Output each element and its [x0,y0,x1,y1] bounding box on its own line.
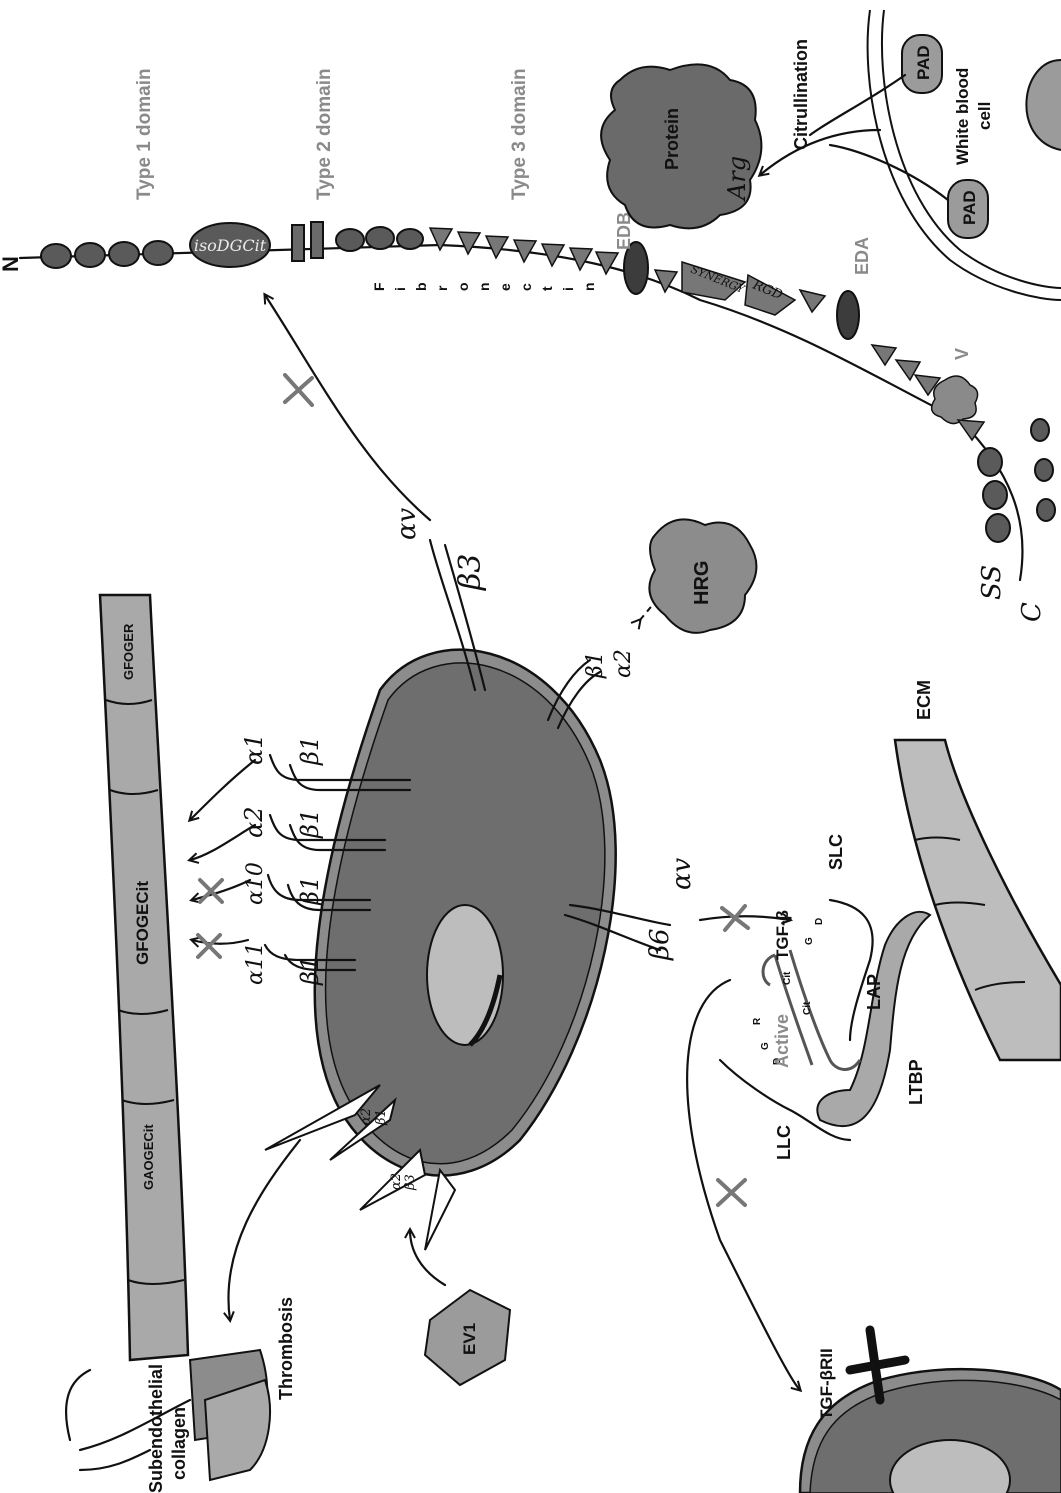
thrombosis-arrow [228,1140,300,1320]
type2-domain-label: Type 2 domain [314,68,335,200]
integrin-a11-b1-label: β1 [296,956,324,986]
svg-text:o: o [455,282,471,291]
cit-top-label: Cit [782,971,793,985]
collagen-fibre: GFOGER GFOGECit GAOGECit [100,595,188,1360]
integrin-a1-label: α1 [240,734,268,765]
c-terminus-label: C [1017,602,1047,622]
integrin-av6-label: αv [667,857,697,890]
svg-text:n: n [581,282,597,291]
type3-domains-3 [872,345,940,395]
pad-bottom-label: PAD [960,190,979,225]
type2-domains [292,222,323,261]
integrin-b6-label: β6 [645,928,675,961]
receptor-cell [800,1330,1061,1493]
wbc-label-line1: White blood [953,68,972,165]
svg-text:n: n [476,282,492,291]
llc-label: LLC [774,1125,794,1160]
platelet-top-b-label: β1 [374,1109,389,1126]
svg-text:i: i [392,287,408,291]
fibronectin-molecule: N isoDGCit [0,68,1055,622]
svg-text:F: F [371,282,387,291]
type3-domain-label: Type 3 domain [509,68,530,200]
integrin-a1-b1-label: β1 [296,736,324,766]
nucleus [427,905,503,1045]
integrin-a11-label: α11 [243,942,268,985]
slc-bracket [830,900,873,1040]
gfoger-label: GFOGER [121,623,136,680]
citrullination-label: Citrullination [791,39,811,150]
ev1-label: EV1 [460,1323,479,1355]
arg-label: Arg [723,156,751,202]
svg-text:i: i [560,287,576,291]
wbc-nucleus [1026,60,1061,150]
svg-text:b: b [413,282,429,291]
gaogecit-label: GAOGECit [141,1124,156,1190]
integrin-a10-label: α10 [243,862,268,905]
tgfbrii-label: TGF-βRII [817,1348,836,1420]
ecm-fibre: ECM [895,680,1061,1060]
v-region [932,376,978,424]
type1-domain-label: Type 1 domain [134,68,155,200]
isodgcit-label: isoDGCit [194,236,267,255]
citrullination-panel: Protein Arg Citrullination PAD PAD White… [601,10,1061,300]
pad-top-label: PAD [914,45,933,80]
g2-label: G [804,937,815,945]
wbc-label-line2: cell [975,102,994,130]
hrg-integrin-b1-label: β1 [583,651,608,679]
type1-domains-2 [336,227,423,251]
hrg-integrin-a2-label: α2 [611,649,636,678]
subendothelial-label-line2: collagen [169,1407,189,1480]
eda-domain [837,291,859,339]
subendothelial-label-line1: Subendothelial [146,1364,166,1493]
platelet-bottom-b-label: β3 [403,1174,418,1191]
g1-label: G [760,1042,771,1050]
platelet-bottom-a-label: α2 [389,1173,404,1190]
slc-label: SLC [826,834,846,870]
lap-label: LAP [864,974,884,1010]
ss-label: SS [977,565,1007,600]
eda-label: EDA [852,237,872,275]
fibronectin-name: F i b r o n e c t i n [371,282,597,291]
type3-domain-last [958,420,984,440]
svg-text:r: r [434,285,450,291]
d2-label: D [814,918,825,925]
v-label: V [952,348,972,360]
pad-line-top [810,75,905,135]
ltbp-label: LTBP [906,1059,926,1105]
type1-domains-c [978,419,1055,542]
svg-text:e: e [497,283,513,291]
hrg-label: HRG [691,561,713,605]
type3-domains [430,228,618,274]
platelet-top-a-label: α2 [359,1108,374,1125]
protein-label: Protein [662,108,682,170]
n-terminus-label: N [0,256,23,272]
thrombosis-label: Thrombosis [276,1297,296,1400]
r-label: R [752,1017,763,1025]
fibronectin-binding-arrow [265,295,430,520]
active-label: Active [772,1014,792,1068]
svg-text:t: t [539,286,555,291]
integrin-av-label: αv [392,507,422,540]
cit-bottom-label: Cit [802,1001,813,1015]
integrin-a10-b1-label: β1 [296,876,324,906]
integrin-a2-b1-label: β1 [296,809,324,839]
integrin-b3-label: β3 [453,554,488,591]
gfogecit-label: GFOGECit [133,881,152,965]
ecm-label: ECM [914,680,934,720]
integrin-a2-label: α2 [240,807,268,838]
pad-line-bottom [830,145,948,200]
svg-text:c: c [518,283,534,291]
